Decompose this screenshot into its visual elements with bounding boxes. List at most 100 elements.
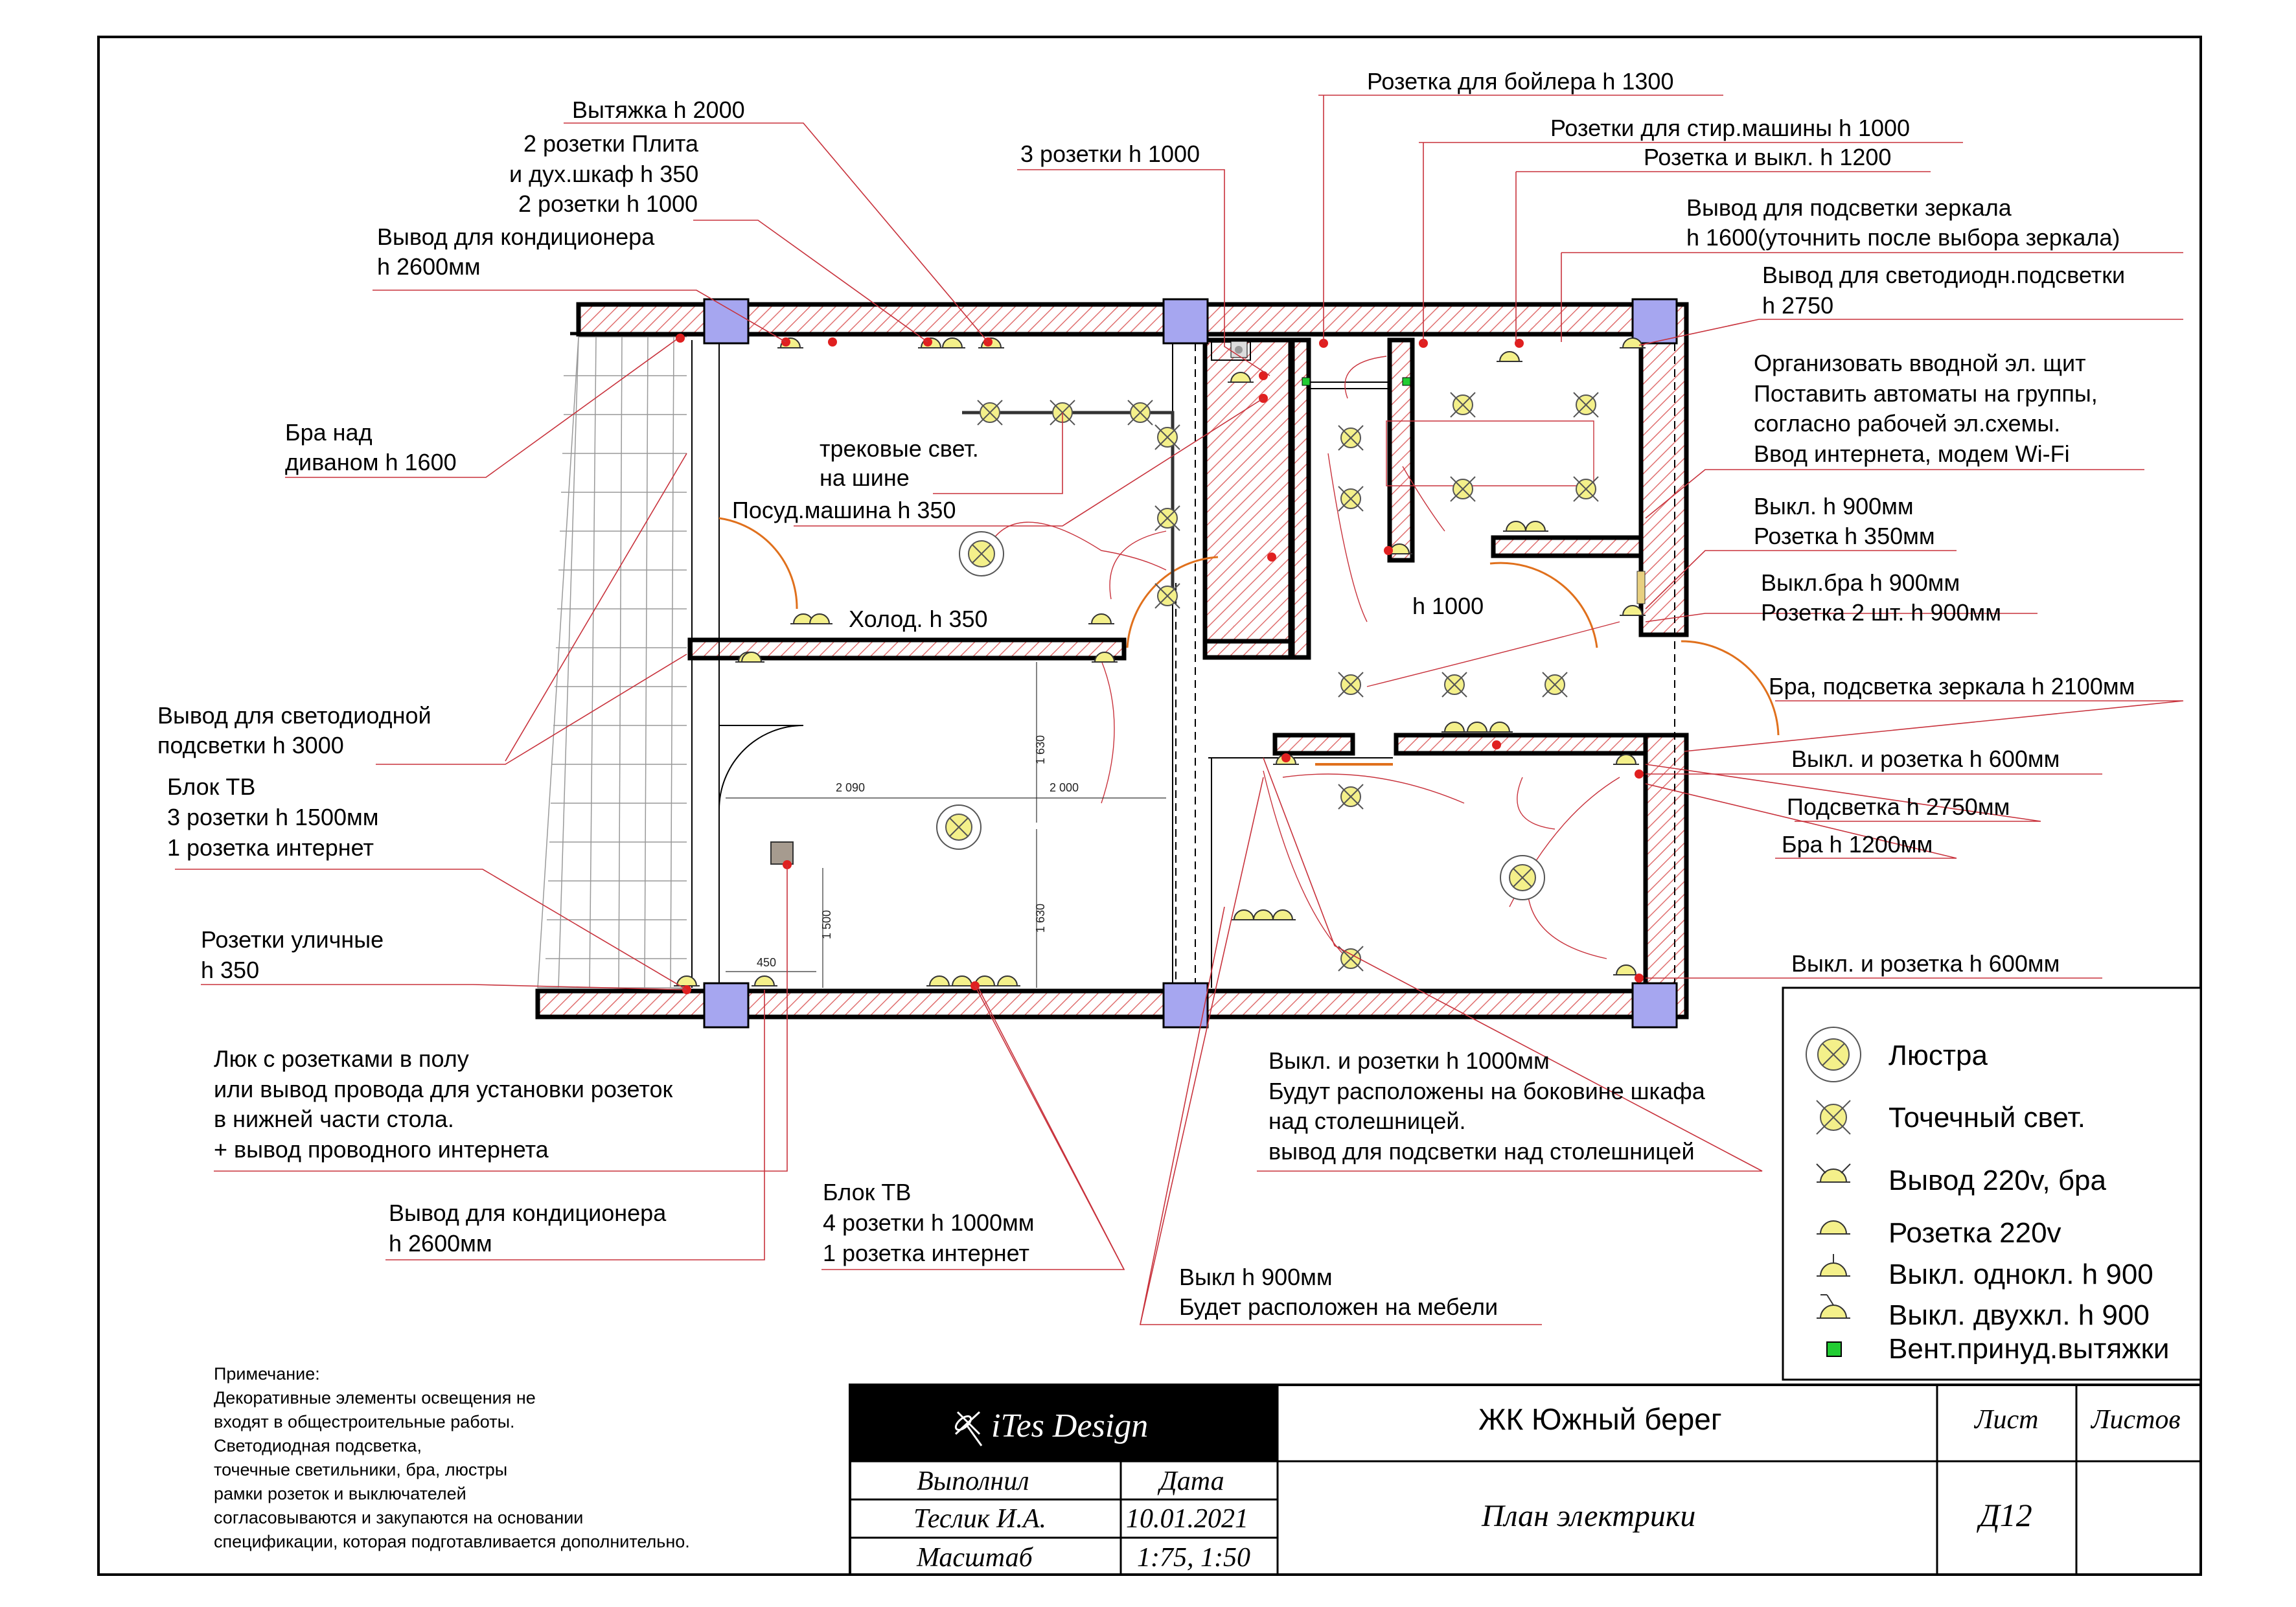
sheets-label: Листов — [2090, 1405, 2181, 1435]
dim-2090: 2 090 — [836, 781, 865, 794]
scale-value: 1:75, 1:50 — [1137, 1543, 1250, 1573]
label-led-1: Вывод для светодиодн.подсветки — [1762, 262, 2125, 288]
label-hood: Вытяжка h 2000 — [572, 97, 745, 123]
label-ac-bot-2: h 2600мм — [389, 1230, 492, 1257]
label-hatch-2: или вывод провода для установки розеток — [214, 1076, 672, 1102]
label-backlight-2750: Подсветка h 2750мм — [1787, 793, 2010, 820]
label-track-2: на шине — [820, 464, 910, 491]
label-sconce-sofa-1: Бра над — [285, 419, 373, 446]
label-sconce-sofa-2: диваном h 1600 — [285, 449, 457, 475]
author-name: Теслик И.А. — [913, 1504, 1046, 1534]
walls — [535, 302, 1689, 1020]
project-name: ЖК Южный берег — [1478, 1402, 1722, 1436]
label-ac-top-2: h 2600мм — [377, 253, 481, 280]
label-sconce-switch-1: Выкл.бра h 900мм — [1761, 569, 1960, 596]
label-stove-1: 2 розетки Плита — [523, 130, 699, 157]
label-furniture-1: Выкл h 900мм — [1179, 1264, 1333, 1290]
electrical-panel — [1636, 571, 1646, 604]
label-h1000: h 1000 — [1412, 593, 1484, 619]
label-ac-bot-1: Вывод для кондиционера — [389, 1200, 667, 1226]
note-line: Декоративные элементы освещения не — [214, 1388, 536, 1408]
label-tv2-2: 4 розетки h 1000мм — [823, 1209, 1035, 1236]
label-street-1: Розетки уличные — [201, 926, 384, 953]
label-cabinet-2: Будут расположены на боковине шкафа — [1269, 1078, 1706, 1104]
label-led3000-2: подсветки h 3000 — [157, 732, 344, 758]
vent-marker — [1402, 377, 1411, 386]
spotlight-icon — [1816, 1100, 1851, 1135]
chandelier-icon — [1806, 1027, 1861, 1082]
label-panel-1: Организовать вводной эл. щит — [1754, 350, 2086, 376]
label-led3000-1: Вывод для светодиодной — [157, 702, 431, 729]
logo-text: iTes Design — [991, 1408, 1148, 1444]
label-tv2-1: Блок ТВ — [823, 1179, 911, 1205]
label-hatch-1: Люк с розетками в полу — [214, 1045, 469, 1072]
label-led-2: h 2750 — [1762, 292, 1833, 319]
label-tv1-2: 3 розетки h 1500мм — [167, 804, 379, 830]
legend: Люстра Точечный свет. Вывод 220v, бра Ро… — [1782, 986, 2202, 1381]
label-tv2-3: 1 розетка интернет — [823, 1240, 1029, 1266]
sconce-outlet-icon — [1816, 1163, 1851, 1183]
balcony-glazing — [537, 336, 687, 988]
note-block: Примечание: Декоративные элементы освеще… — [214, 1364, 690, 1551]
socket-icon — [1817, 1220, 1850, 1235]
note-line: Примечание: — [214, 1364, 320, 1384]
label-cabinet-1: Выкл. и розетки h 1000мм — [1269, 1047, 1550, 1074]
note-line: рамки розеток и выключателей — [214, 1484, 466, 1503]
floor-plan: 2 090 2 000 1 630 1 630 1 500 450 — [535, 298, 1780, 1029]
legend-label-sconce: Вывод 220v, бра — [1888, 1165, 2107, 1196]
note-line: точечные светильники, бра, люстры — [214, 1460, 507, 1479]
label-dishwasher: Посуд.машина h 350 — [732, 497, 956, 523]
label-ac-top-1: Вывод для кондиционера — [377, 223, 655, 250]
floor-hatch — [770, 841, 794, 865]
switch-double-icon — [1817, 1294, 1850, 1319]
vent-marker — [1302, 377, 1311, 386]
dim-1630-bottom: 1 630 — [1034, 904, 1047, 933]
label-furniture-2: Будет расположен на мебели — [1179, 1294, 1498, 1320]
scale-label: Масштаб — [916, 1543, 1034, 1573]
annotations: Вытяжка h 2000 2 розетки Плита и дух.шка… — [157, 68, 2135, 1320]
sheet-number: Д12 — [1977, 1497, 2032, 1533]
sheet-label: Лист — [1973, 1405, 2038, 1435]
label-hatch-3: в нижней части стола. — [214, 1106, 454, 1132]
label-switch900-1: Выкл. h 900мм — [1754, 493, 1914, 519]
legend-label-switch-single: Выкл. однокл. h 900 — [1888, 1259, 2153, 1290]
legend-label-vent: Вент.принуд.вытяжки — [1888, 1333, 2169, 1365]
label-sconce-1200: Бра h 1200мм — [1782, 831, 1933, 858]
label-sconce-switch-2: Розетка 2 шт. h 900мм — [1761, 599, 2001, 626]
legend-label-switch-double: Выкл. двухкл. h 900 — [1888, 1299, 2150, 1331]
date-value: 10.01.2021 — [1126, 1504, 1248, 1534]
vent-icon — [1826, 1341, 1842, 1357]
note-line: согласовываются и закупаются на основани… — [214, 1508, 583, 1527]
legend-label-spotlight: Точечный свет. — [1888, 1102, 2085, 1134]
label-sconce-mirror: Бра, подсветка зеркала h 2100мм — [1769, 673, 2135, 700]
label-boiler: Розетка для бойлера h 1300 — [1367, 68, 1673, 95]
note-line: Светодиодная подсветка, — [214, 1436, 422, 1455]
label-panel-4: Ввод интернета, модем Wi-Fi — [1754, 440, 2070, 467]
structural-columns — [703, 298, 1678, 1029]
label-cabinet-3: над столешницей. — [1269, 1108, 1465, 1134]
drawing-title: План электрики — [1481, 1499, 1695, 1533]
label-track-1: трековые свет. — [820, 435, 979, 462]
label-stove-3: 2 розетки h 1000 — [518, 190, 698, 217]
label-fridge: Холод. h 350 — [849, 606, 988, 632]
label-tv1-3: 1 розетка интернет — [167, 834, 374, 861]
note-line: входят в общестроительные работы. — [214, 1412, 514, 1431]
doors — [718, 517, 1780, 810]
legend-label-chandelier: Люстра — [1888, 1040, 1988, 1071]
dimensions — [726, 662, 1166, 988]
label-socket-switch: Розетка и выкл. h 1200 — [1644, 144, 1891, 170]
label-tv1-1: Блок ТВ — [167, 773, 255, 800]
label-hatch-4: + вывод проводного интернета — [214, 1136, 549, 1163]
label-mirror-2: h 1600(уточнить после выбора зеркала) — [1686, 224, 2120, 251]
dim-2000: 2 000 — [1050, 781, 1079, 794]
logo-mark — [954, 1411, 983, 1446]
label-switch600-b: Выкл. и розетка h 600мм — [1791, 950, 2060, 977]
label-cabinet-4: вывод для подсветки над столешницей — [1269, 1138, 1695, 1165]
label-switch900-2: Розетка h 350мм — [1754, 523, 1935, 549]
label-stove-2: и дух.шкаф h 350 — [509, 161, 698, 187]
label-panel-2: Поставить автоматы на группы, — [1754, 380, 2098, 407]
title-block: iTes Design ЖК Южный берег Лист Листов В… — [849, 1384, 2202, 1576]
label-mirror-1: Вывод для подсветки зеркала — [1686, 194, 2012, 221]
label-street-2: h 350 — [201, 957, 259, 983]
